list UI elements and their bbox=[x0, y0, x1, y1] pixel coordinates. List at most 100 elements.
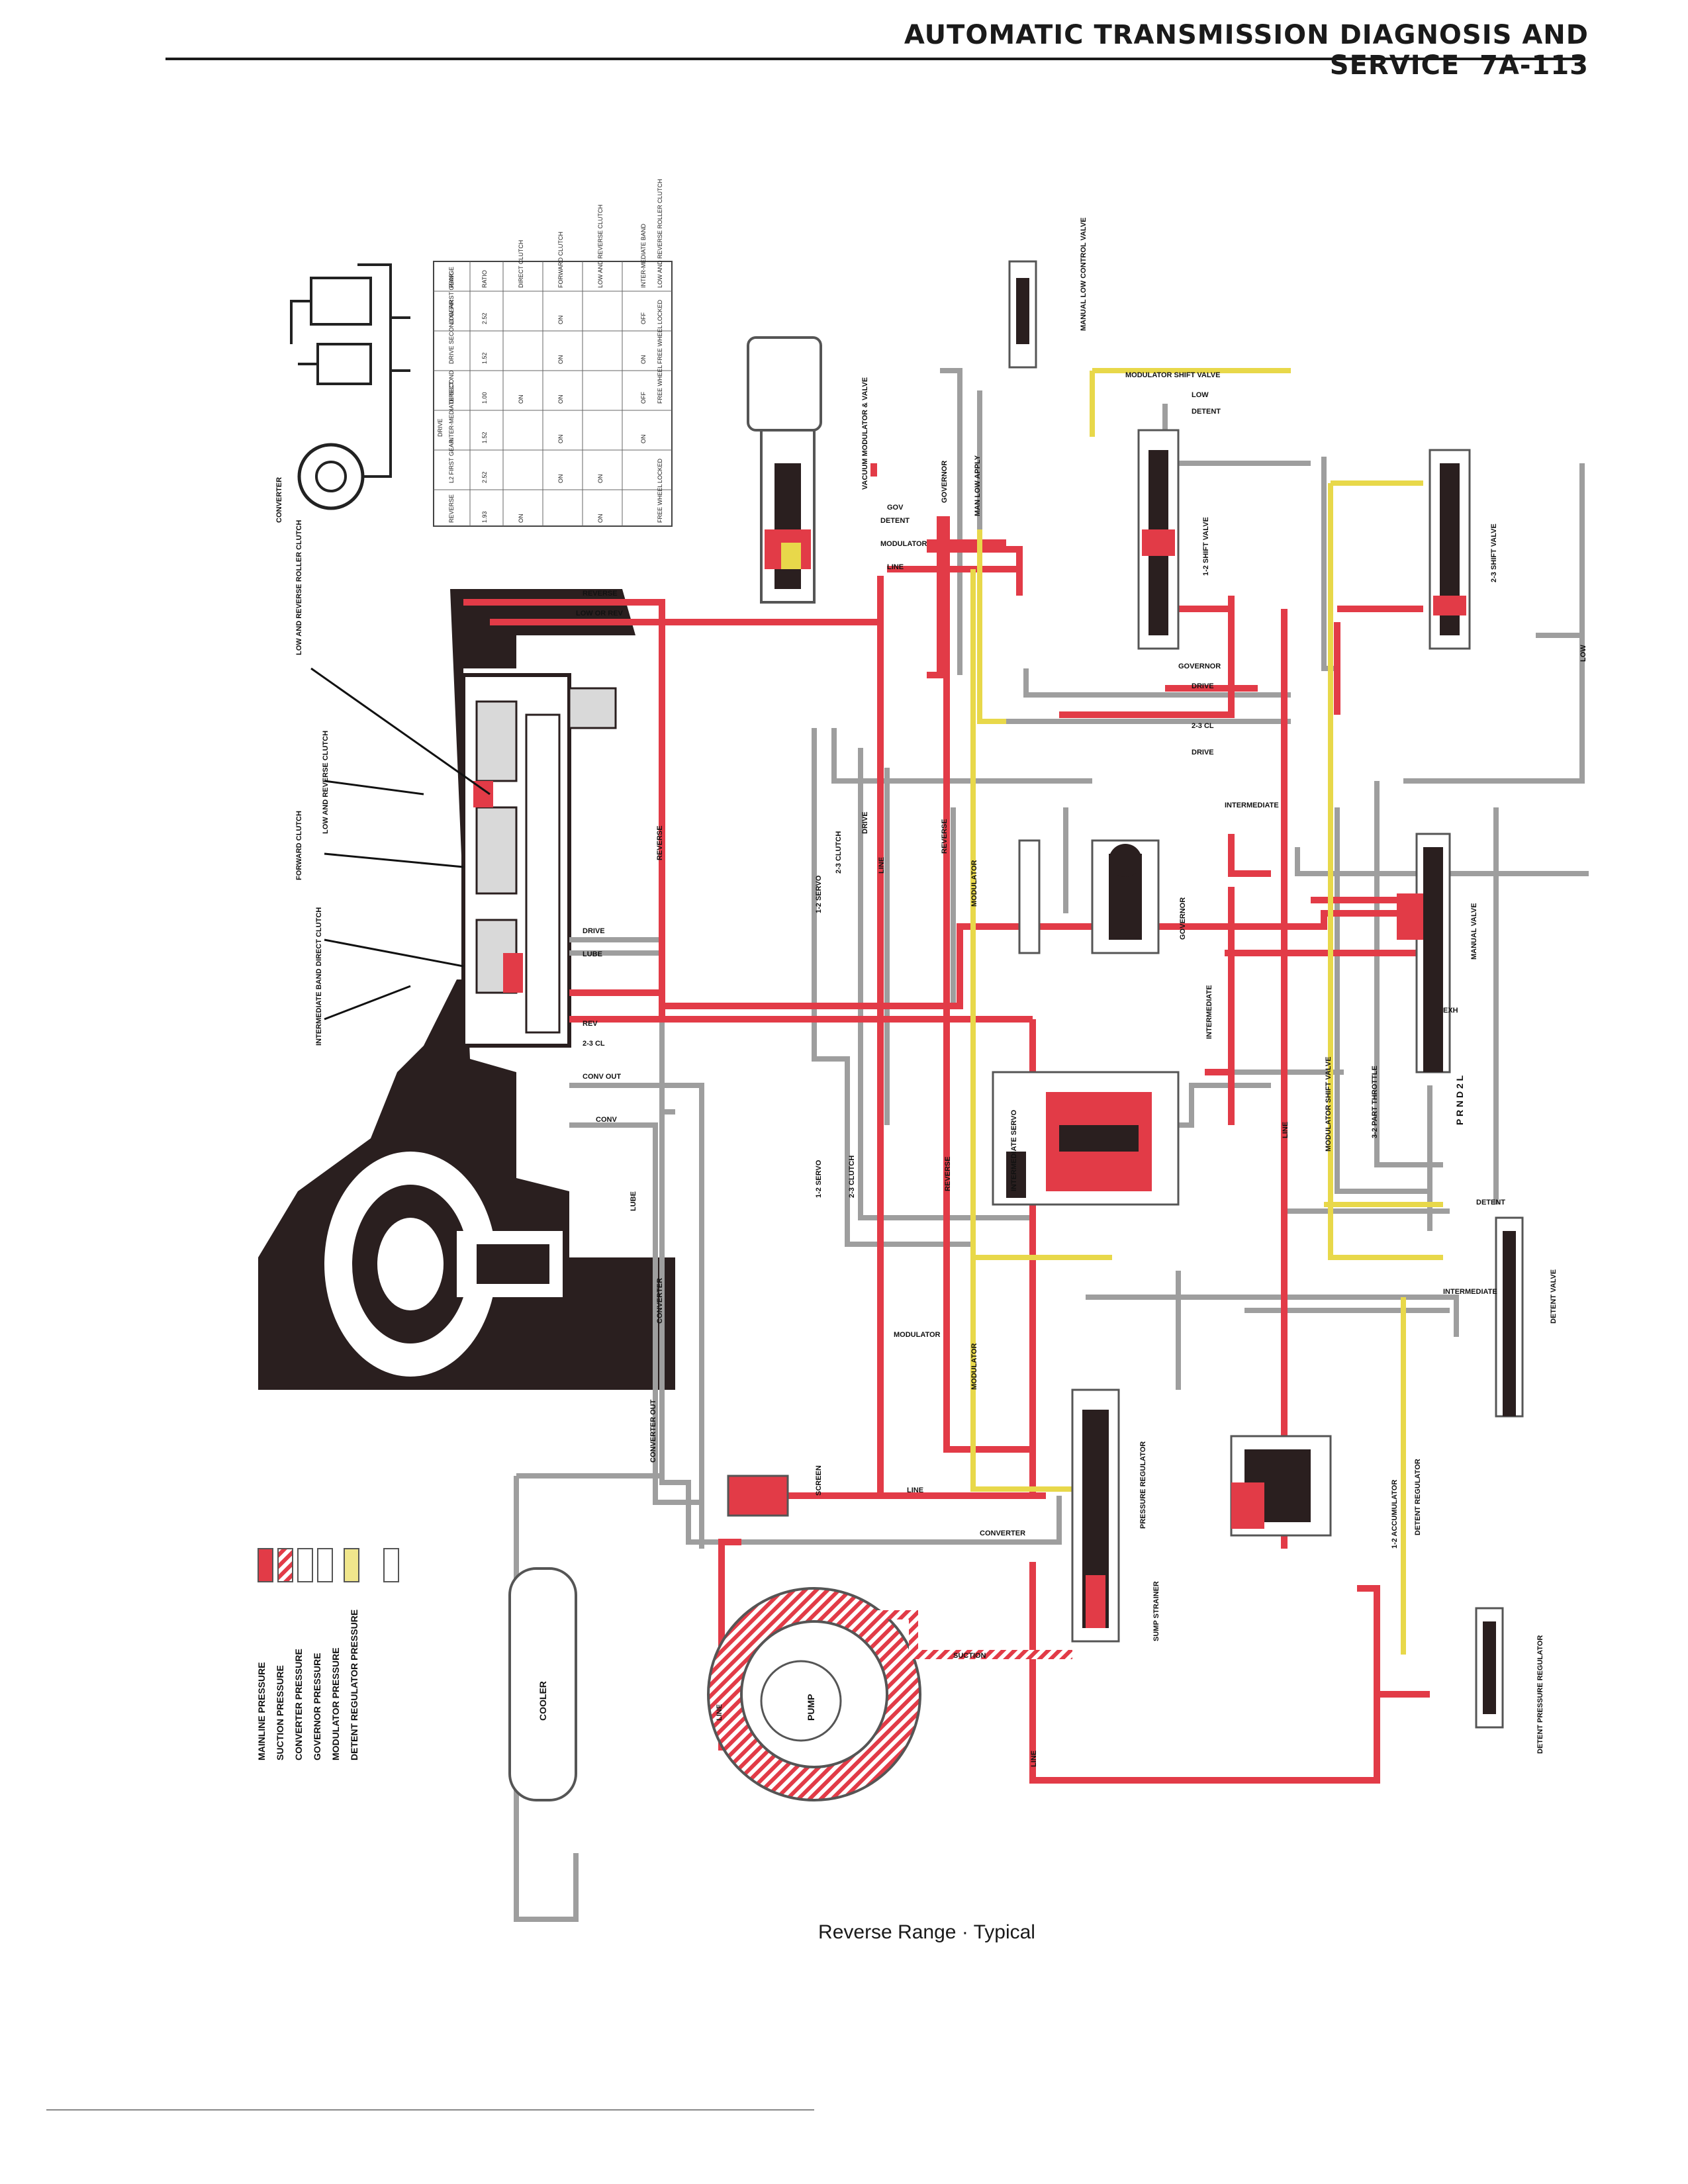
table-cell: LOCKED bbox=[657, 458, 663, 483]
table-cell: ON bbox=[518, 395, 524, 404]
svg-text:LUBE: LUBE bbox=[583, 950, 602, 958]
label-manual-low: MANUAL LOW CONTROL VALVE bbox=[1080, 217, 1088, 331]
table-cell: 1.52 bbox=[481, 352, 488, 364]
table-cell: LOW FIRST GEAR bbox=[448, 273, 455, 324]
cooler: COOLER bbox=[508, 1567, 577, 1801]
svg-text:DRIVE: DRIVE bbox=[1192, 682, 1214, 690]
svg-text:1-2 SERVO: 1-2 SERVO bbox=[815, 875, 823, 913]
detent-valve: DETENT VALVE bbox=[1495, 1216, 1558, 1418]
footer-rule bbox=[46, 2109, 814, 2111]
selector-positions: P R N D 2 L bbox=[1454, 1075, 1465, 1125]
table-cell: ON bbox=[597, 475, 604, 484]
svg-text:EXH: EXH bbox=[1443, 1007, 1458, 1015]
label-detent-valve: DETENT VALVE bbox=[1550, 1269, 1558, 1324]
svg-text:2-3 CL: 2-3 CL bbox=[1192, 722, 1214, 730]
table-header: LOW AND REVERSE ROLLER CLUTCH bbox=[657, 179, 663, 288]
svg-text:LOW OR REV: LOW OR REV bbox=[576, 610, 624, 617]
svg-text:GOVERNOR: GOVERNOR bbox=[941, 461, 949, 503]
label-low-reverse-clutch: LOW AND REVERSE CLUTCH bbox=[322, 731, 330, 834]
table-cell: ON bbox=[597, 514, 604, 523]
svg-text:CONVERTER: CONVERTER bbox=[656, 1278, 664, 1324]
table-cell: ON bbox=[557, 395, 564, 404]
svg-text:REV: REV bbox=[583, 1020, 598, 1028]
table-cell: LOCKED bbox=[657, 299, 663, 324]
svg-text:CONV: CONV bbox=[596, 1116, 617, 1124]
svg-text:REVERSE: REVERSE bbox=[656, 825, 664, 860]
svg-text:DETENT: DETENT bbox=[880, 517, 910, 525]
intermediate-servo: INTERMEDIATE SERVO bbox=[992, 1071, 1180, 1206]
svg-text:LUBE: LUBE bbox=[630, 1191, 637, 1211]
label-detent-pressure-regulator: DETENT PRESSURE REGULATOR bbox=[1536, 1635, 1544, 1754]
converter-circuit bbox=[514, 368, 1589, 1922]
pressure-regulator: PRESSURE REGULATOR bbox=[1071, 1388, 1147, 1643]
legend-label: CONVERTER PRESSURE bbox=[293, 1649, 304, 1760]
suction-passage bbox=[834, 1610, 1072, 1659]
svg-text:INTERMEDIATE: INTERMEDIATE bbox=[1443, 1288, 1497, 1296]
legend-swatch bbox=[277, 1548, 293, 1582]
pump: PUMP bbox=[707, 1587, 921, 1801]
svg-text:GOVERNOR: GOVERNOR bbox=[1178, 662, 1221, 670]
svg-text:LINE: LINE bbox=[716, 1704, 724, 1721]
table-cell: DIRECT bbox=[448, 381, 455, 404]
table-cell: 2.52 bbox=[481, 312, 488, 324]
svg-text:REVERSE: REVERSE bbox=[944, 1156, 952, 1191]
svg-text:LINE: LINE bbox=[907, 1486, 923, 1494]
svg-text:DRIVE: DRIVE bbox=[861, 811, 869, 834]
label-sump-strainer: SUMP STRAINER bbox=[1152, 1581, 1160, 1641]
svg-text:1-2 SERVO: 1-2 SERVO bbox=[815, 1160, 823, 1198]
svg-text:MODULATOR: MODULATOR bbox=[970, 1343, 978, 1390]
legend-swatch bbox=[297, 1548, 313, 1582]
mainline-circuit bbox=[463, 463, 1430, 1784]
label-forward-clutch: FORWARD CLUTCH bbox=[295, 811, 303, 880]
detent-pressure-regulator: DETENT PRESSURE REGULATOR bbox=[1475, 1607, 1544, 1754]
svg-text:DETENT: DETENT bbox=[1476, 1199, 1505, 1206]
svg-text:MODULATOR: MODULATOR bbox=[970, 860, 978, 907]
svg-text:2-3 CL: 2-3 CL bbox=[583, 1040, 605, 1048]
table-group-label: DRIVE bbox=[437, 418, 444, 437]
svg-text:SUCTION: SUCTION bbox=[953, 1652, 986, 1660]
table-cell: ON bbox=[640, 355, 647, 365]
svg-text:INTERMEDIATE: INTERMEDIATE bbox=[1225, 801, 1279, 809]
table-cell: ON bbox=[557, 316, 564, 325]
svg-text:LOW: LOW bbox=[1579, 645, 1587, 662]
table-cell: FREE WHEEL bbox=[657, 365, 663, 404]
legend-label: MAINLINE PRESSURE bbox=[256, 1662, 267, 1760]
table-cell: ON bbox=[557, 355, 564, 365]
manual-valve: MANUAL VALVE P R N D 2 L bbox=[1397, 833, 1478, 1125]
svg-text:DETENT: DETENT bbox=[1192, 408, 1221, 416]
label-pump: PUMP bbox=[806, 1694, 816, 1721]
label-shift-23: 2-3 SHIFT VALVE bbox=[1490, 523, 1498, 582]
svg-text:MODULATOR SHIFT VALVE: MODULATOR SHIFT VALVE bbox=[1325, 1057, 1333, 1152]
svg-text:3-2 PART THROTTLE: 3-2 PART THROTTLE bbox=[1371, 1066, 1379, 1138]
label-cooler: COOLER bbox=[538, 1681, 548, 1721]
table-header: INTER-MEDIATE BAND bbox=[640, 224, 647, 288]
legend-label: SUCTION PRESSURE bbox=[275, 1665, 285, 1760]
header-title: AUTOMATIC TRANSMISSION DIAGNOSIS AND SER… bbox=[904, 20, 1589, 81]
table-header: RATIO bbox=[481, 270, 488, 288]
svg-text:CONVERTER: CONVERTER bbox=[275, 477, 283, 523]
legend: MAINLINE PRESSURE SUCTION PRESSURE CONVERT… bbox=[256, 1548, 399, 1760]
legend-label: GOVERNOR PRESSURE bbox=[312, 1653, 322, 1760]
table-cell: ON bbox=[518, 514, 524, 523]
table-cell: ON bbox=[640, 435, 647, 444]
header-rule bbox=[165, 58, 1582, 60]
table-cell: ON bbox=[557, 475, 564, 484]
svg-text:INTERMEDIATE: INTERMEDIATE bbox=[1205, 985, 1213, 1039]
svg-text:REVERSE: REVERSE bbox=[941, 819, 949, 854]
legend-swatch bbox=[344, 1548, 359, 1582]
label-direct-clutch: DIRECT CLUTCH bbox=[315, 907, 323, 966]
svg-text:DRIVE: DRIVE bbox=[1192, 749, 1214, 756]
svg-text:MODULATOR SHIFT VALVE: MODULATOR SHIFT VALVE bbox=[1125, 371, 1220, 379]
manual-low-control-valve: MANUAL LOW CONTROL VALVE bbox=[1008, 217, 1088, 369]
transmission-case bbox=[258, 589, 675, 1390]
svg-text:GOV: GOV bbox=[887, 504, 904, 512]
modulator-circuit bbox=[970, 368, 1443, 1655]
page-header: AUTOMATIC TRANSMISSION DIAGNOSIS AND SER… bbox=[728, 20, 1589, 81]
legend-swatch bbox=[258, 1548, 273, 1582]
svg-text:LINE: LINE bbox=[1030, 1751, 1038, 1767]
svg-text:MODULATOR: MODULATOR bbox=[880, 540, 927, 548]
svg-text:DETENT REGULATOR: DETENT REGULATOR bbox=[1414, 1459, 1422, 1535]
svg-text:MODULATOR: MODULATOR bbox=[894, 1331, 941, 1339]
svg-text:CONVERTER: CONVERTER bbox=[980, 1529, 1025, 1537]
